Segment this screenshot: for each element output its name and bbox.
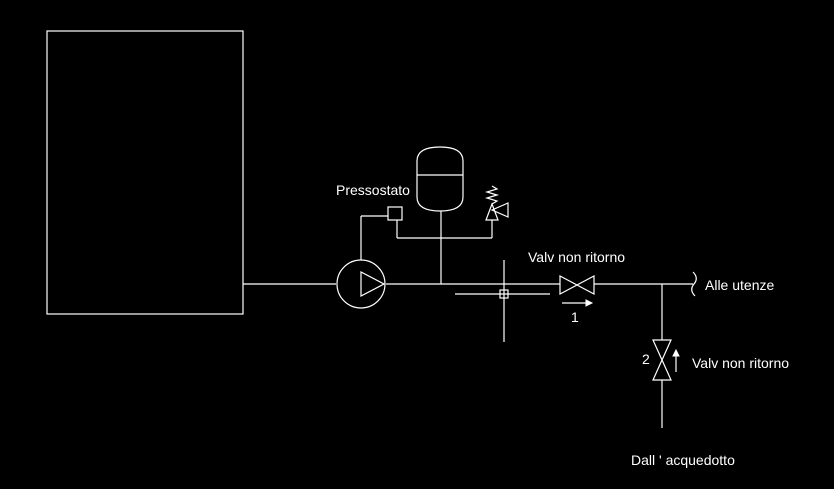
flow-arrow-2: [672, 348, 680, 372]
control-line: [396, 220, 493, 239]
pipe-break-symbol: [691, 271, 697, 297]
pressure-switch: [360, 206, 403, 260]
safety-valve: [484, 185, 509, 221]
valve-1-number: 1: [571, 309, 579, 325]
from-aqueduct-label: Dall ' acquedotto: [631, 452, 735, 468]
valve-2-number: 2: [642, 351, 650, 367]
storage-tank: [46, 30, 244, 315]
check-valve-top-label: Valv non ritorno: [528, 249, 625, 265]
expansion-vessel: [416, 146, 464, 284]
check-valve-side-label: Valv non ritorno: [692, 355, 789, 371]
to-users-label: Alle utenze: [705, 277, 774, 293]
check-valve-1: [559, 275, 595, 295]
pressure-switch-label: Pressostato: [336, 182, 410, 198]
cross-junction: [455, 260, 550, 342]
flow-arrow-1: [562, 299, 594, 307]
check-valve-2: [652, 339, 672, 381]
